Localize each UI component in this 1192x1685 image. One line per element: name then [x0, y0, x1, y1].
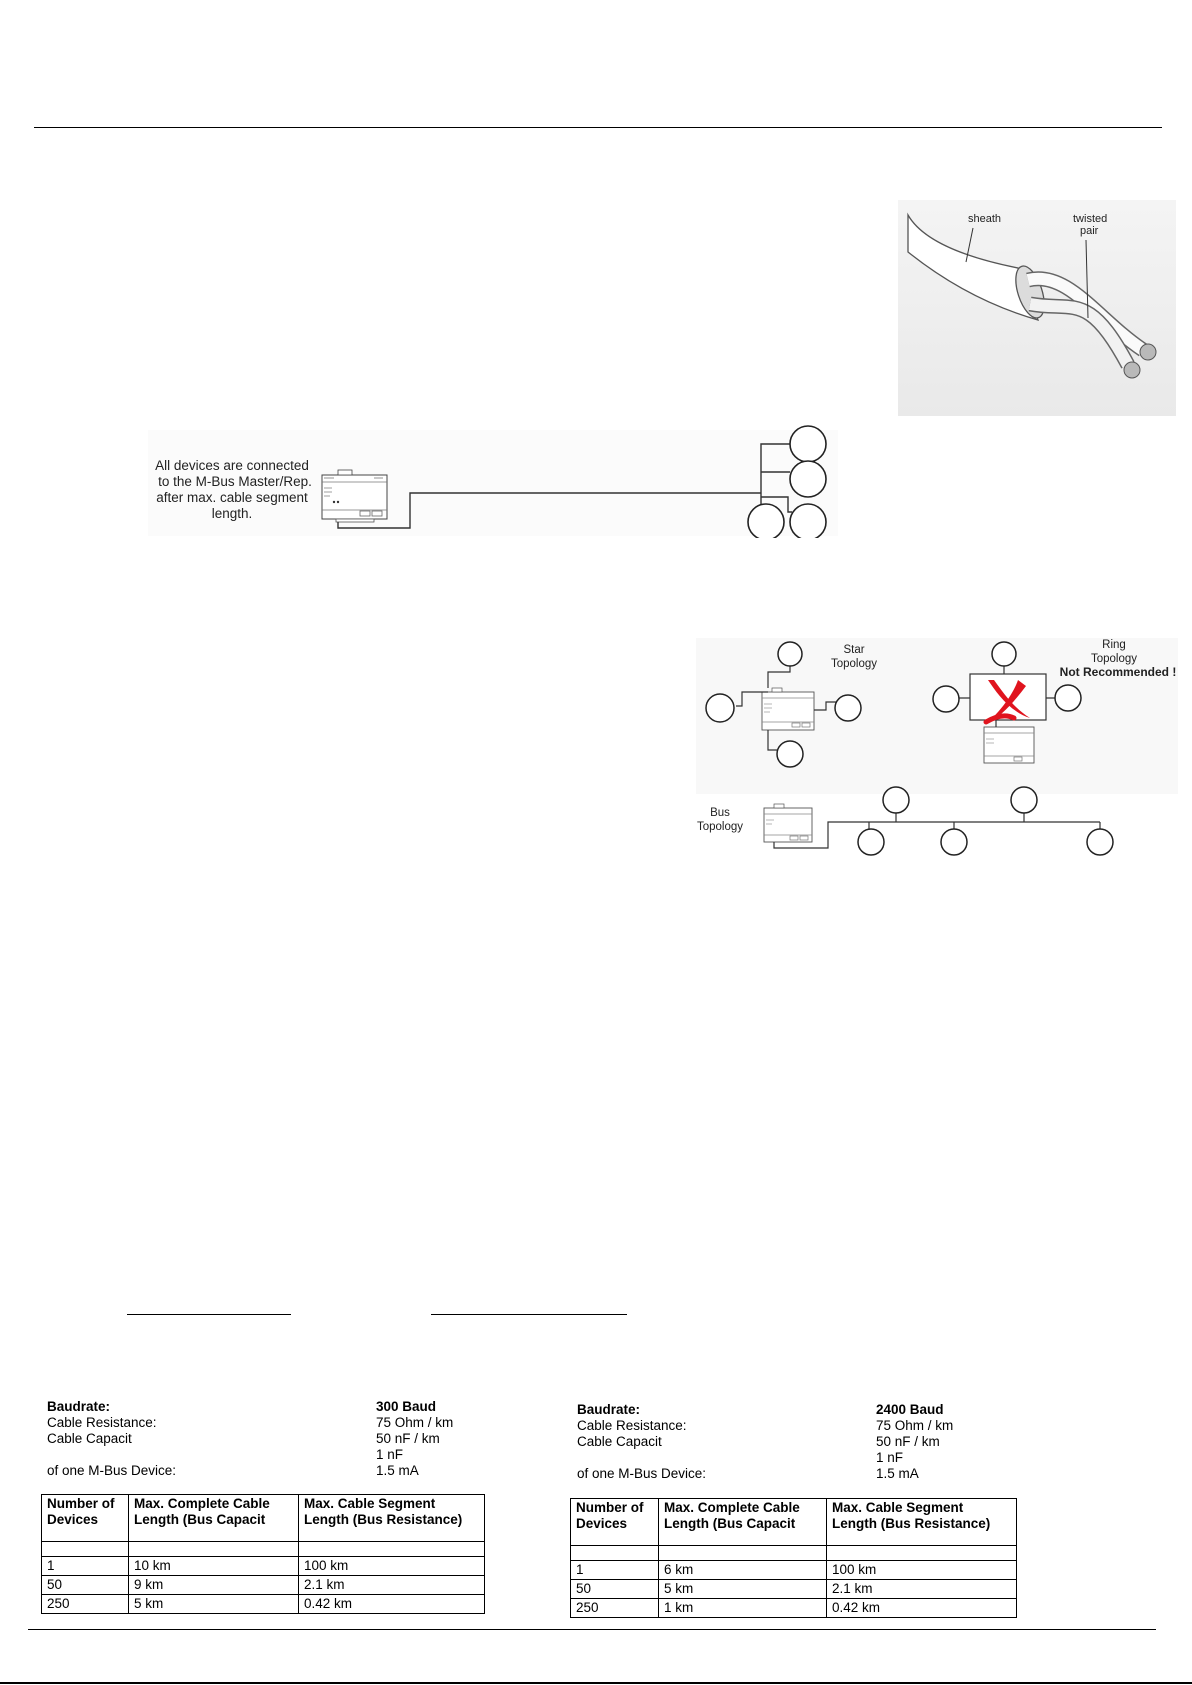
- spec-label: Cable Capacit: [577, 1434, 662, 1449]
- ring-label-1: Ring: [1102, 639, 1126, 651]
- table-cell: 2.1 km: [826, 1579, 1017, 1599]
- table-cell: 0.42 km: [826, 1598, 1017, 1618]
- spec-label: Cable Resistance:: [577, 1418, 687, 1433]
- table-cell: 9 km: [128, 1575, 299, 1595]
- table-cell: 50: [41, 1575, 129, 1595]
- spec-label: of one M-Bus Device:: [577, 1466, 707, 1481]
- not-recommended-cross-icon: [983, 680, 1030, 725]
- segment-caption-4: length.: [212, 506, 253, 521]
- spec-value: 1.5 mA: [376, 1463, 419, 1478]
- table-cell: 5 km: [128, 1594, 299, 1614]
- slave-device-4: [789, 503, 827, 538]
- table-cell: 250: [570, 1598, 659, 1618]
- underline-rule-1: [127, 1314, 291, 1315]
- twisted-label-1: twisted: [1073, 213, 1107, 225]
- spec-value: 75 Ohm / km: [376, 1415, 454, 1430]
- ring-topology: [932, 641, 1082, 764]
- table-row: 1 6 km 100 km: [570, 1560, 1017, 1580]
- spec-row: 1 nF: [47, 1447, 467, 1463]
- slave-device-2: [789, 460, 827, 498]
- table-cell: 6 km: [658, 1560, 827, 1580]
- table-cell: 250: [41, 1594, 129, 1614]
- table-header-row: Number of Devices Max. Complete Cable Le…: [570, 1498, 1017, 1546]
- table-cell: 100 km: [298, 1556, 485, 1576]
- ring-label-2: Topology: [1091, 653, 1137, 665]
- spec-label: Cable Capacit: [47, 1431, 132, 1446]
- spec-label: Baudrate:: [47, 1399, 111, 1414]
- spec-label: Baudrate:: [577, 1402, 641, 1417]
- spec-block-300-baud: Baudrate: 300 Baud Cable Resistance: 75 …: [47, 1399, 467, 1479]
- table-header-cell: Max. Complete Cable Length (Bus Capacit: [128, 1494, 299, 1542]
- table-header-cell: Max. Cable Segment Length (Bus Resistanc…: [298, 1494, 485, 1542]
- segment-caption-2: to the M-Bus Master/Rep.: [158, 474, 312, 489]
- star-topology: [705, 641, 862, 768]
- table-spacer-row: [41, 1541, 485, 1557]
- spec-row: 1 nF: [577, 1450, 997, 1466]
- table-cell: 10 km: [128, 1556, 299, 1576]
- table-header-cell: Number of Devices: [570, 1498, 659, 1546]
- cable-length-table-300-baud: Number of Devices Max. Complete Cable Le…: [41, 1494, 485, 1614]
- table-spacer-row: [570, 1545, 1017, 1561]
- table-header-cell: Max. Cable Segment Length (Bus Resistanc…: [826, 1498, 1017, 1546]
- table-cell: 1: [570, 1560, 659, 1580]
- table-cell: 100 km: [826, 1560, 1017, 1580]
- table-row: 1 10 km 100 km: [41, 1556, 485, 1576]
- table-row: 50 9 km 2.1 km: [41, 1575, 485, 1595]
- spec-row: Baudrate: 300 Baud: [47, 1399, 467, 1415]
- slave-device-1: [789, 425, 827, 463]
- table-header-cell: Max. Complete Cable Length (Bus Capacit: [658, 1498, 827, 1546]
- table-cell: 5 km: [658, 1579, 827, 1599]
- segment-caption-3: after max. cable segment: [156, 490, 308, 505]
- table-cell: 0.42 km: [298, 1594, 485, 1614]
- spec-value: 50 nF / km: [376, 1431, 440, 1446]
- spec-row: of one M-Bus Device: 1.5 mA: [577, 1466, 997, 1482]
- table-row: 250 1 km 0.42 km: [570, 1598, 1017, 1618]
- spec-row: Cable Capacit 50 nF / km: [577, 1434, 997, 1450]
- ring-warning: Not Recommended !: [1060, 665, 1177, 679]
- spec-row: Baudrate: 2400 Baud: [577, 1402, 997, 1418]
- star-label-2: Topology: [831, 658, 877, 670]
- spec-row: Cable Resistance: 75 Ohm / km: [577, 1418, 997, 1434]
- cable-length-table-2400-baud: Number of Devices Max. Complete Cable Le…: [570, 1498, 1017, 1618]
- twisted-pair-cable-figure: sheath twisted pair: [898, 200, 1176, 416]
- table-cell: 1: [41, 1556, 129, 1576]
- spec-value: 1 nF: [876, 1450, 904, 1465]
- topology-figure: Star Topology Ring Topology Not Recommen…: [696, 638, 1178, 858]
- bus-label-1: Bus: [710, 807, 730, 819]
- table-header-row: Number of Devices Max. Complete Cable Le…: [41, 1494, 485, 1542]
- header-rule: [34, 127, 1162, 128]
- spec-value: 75 Ohm / km: [876, 1418, 954, 1433]
- cable-segment-figure: All devices are connected to the M-Bus M…: [148, 425, 838, 538]
- spec-row: Cable Resistance: 75 Ohm / km: [47, 1415, 467, 1431]
- table-cell: 2.1 km: [298, 1575, 485, 1595]
- spec-block-2400-baud: Baudrate: 2400 Baud Cable Resistance: 75…: [577, 1402, 997, 1482]
- slave-device-3: [747, 503, 785, 538]
- sheath-label: sheath: [968, 213, 1001, 225]
- spec-value: 1 nF: [376, 1447, 404, 1462]
- star-label-1: Star: [843, 644, 864, 656]
- spec-value: 300 Baud: [376, 1399, 437, 1414]
- spec-value: 50 nF / km: [876, 1434, 940, 1449]
- spec-row: Cable Capacit 50 nF / km: [47, 1431, 467, 1447]
- spec-value: 1.5 mA: [876, 1466, 919, 1481]
- table-cell: 1 km: [658, 1598, 827, 1618]
- spec-label: of one M-Bus Device:: [47, 1463, 177, 1478]
- page-bottom-rule: [0, 1682, 1192, 1684]
- table-cell: 50: [570, 1579, 659, 1599]
- segment-caption-1: All devices are connected: [155, 458, 309, 473]
- spec-value: 2400 Baud: [876, 1402, 944, 1417]
- underline-rule-2: [431, 1314, 627, 1315]
- master-device-icon: [321, 469, 388, 523]
- table-row: 250 5 km 0.42 km: [41, 1594, 485, 1614]
- bus-topology: [763, 786, 1114, 856]
- spec-label: Cable Resistance:: [47, 1415, 157, 1430]
- table-row: 50 5 km 2.1 km: [570, 1579, 1017, 1599]
- twisted-label-2: pair: [1080, 225, 1099, 237]
- spec-row: of one M-Bus Device: 1.5 mA: [47, 1463, 467, 1479]
- footer-rule: [28, 1629, 1156, 1630]
- table-header-cell: Number of Devices: [41, 1494, 129, 1542]
- bus-label-2: Topology: [697, 821, 743, 833]
